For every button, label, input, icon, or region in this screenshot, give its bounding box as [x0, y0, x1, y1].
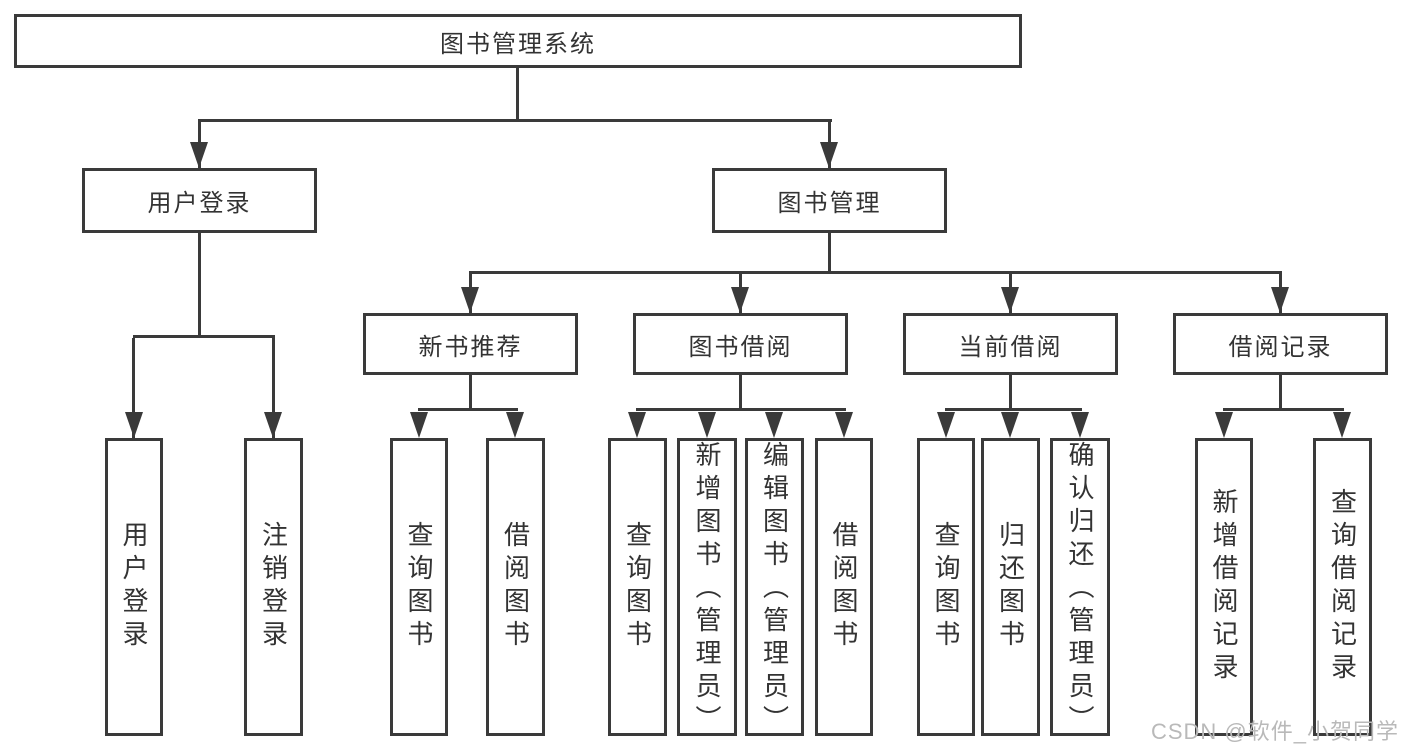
arrow-down-icon: [937, 412, 955, 438]
node-borrow-records: 借阅记录: [1173, 313, 1388, 375]
leaf-records-add: 新增借阅记录: [1195, 438, 1253, 736]
node-current-borrow-label: 当前借阅: [958, 333, 1063, 361]
leaf-logout: 注销登录: [244, 438, 303, 736]
connector-root-stem: [516, 68, 519, 119]
leaf-current-confirm-admin-label: 确认归还（管理员）: [1065, 441, 1095, 738]
arrow-down-icon: [765, 412, 783, 438]
node-borrow-records-label: 借阅记录: [1228, 333, 1333, 361]
node-library-system-label: 图书管理系统: [440, 30, 596, 58]
leaf-current-return: 归还图书: [981, 438, 1040, 736]
leaf-current-query-label: 查询图书: [931, 521, 961, 653]
node-user-login-label: 用户登录: [147, 190, 252, 217]
node-book-management-label: 图书管理: [777, 190, 882, 217]
node-library-system: 图书管理系统: [14, 14, 1022, 68]
node-book-borrow-label: 图书借阅: [688, 333, 793, 361]
arrow-down-icon: [1001, 287, 1019, 313]
arrow-down-icon: [628, 412, 646, 438]
leaf-newbooks-query: 查询图书: [390, 438, 448, 736]
arrow-down-icon: [410, 412, 428, 438]
connector-book-borrow-stem: [739, 375, 742, 408]
connector-root-bar: [198, 119, 832, 122]
arrow-down-icon: [1333, 412, 1351, 438]
arrow-down-icon: [1271, 287, 1289, 313]
connector-book-mgmt-bar: [469, 271, 1282, 274]
connector-book-borrow-bar: [636, 408, 846, 411]
leaf-current-query: 查询图书: [917, 438, 975, 736]
leaf-borrow-edit-admin: 编辑图书（管理员）: [745, 438, 804, 738]
arrow-down-icon: [461, 287, 479, 313]
arrow-down-icon: [125, 412, 143, 438]
leaf-user-login: 用户登录: [105, 438, 163, 736]
arrow-down-icon: [190, 142, 208, 168]
leaf-borrow-add-admin: 新增图书（管理员）: [677, 438, 737, 738]
leaf-borrow-query-label: 查询图书: [622, 521, 653, 653]
arrow-down-icon: [1215, 412, 1233, 438]
leaf-borrow-edit-admin-label: 编辑图书（管理员）: [759, 441, 790, 738]
connector-current-borrow-stem: [1009, 375, 1012, 408]
arrow-down-icon: [731, 287, 749, 313]
connector-new-books-stem: [469, 375, 472, 408]
connector-book-mgmt-stem: [828, 233, 831, 271]
arrow-down-icon: [820, 142, 838, 168]
leaf-borrow-add-admin-label: 新增图书（管理员）: [692, 441, 722, 738]
connector-current-borrow-bar: [945, 408, 1082, 411]
arrow-down-icon: [1001, 412, 1019, 438]
connector-borrow-records-stem: [1279, 375, 1282, 408]
arrow-down-icon: [835, 412, 853, 438]
connector-borrow-records-bar: [1223, 408, 1344, 411]
leaf-newbooks-borrow: 借阅图书: [486, 438, 545, 736]
leaf-current-confirm-admin: 确认归还（管理员）: [1050, 438, 1110, 738]
connector-new-books-bar: [418, 408, 518, 411]
arrow-down-icon: [264, 412, 282, 438]
leaf-borrow-borrow: 借阅图书: [815, 438, 873, 736]
node-user-login: 用户登录: [82, 168, 317, 233]
connector-to-leaf-logout: [272, 338, 275, 438]
node-new-book-recommend: 新书推荐: [363, 313, 578, 375]
leaf-newbooks-query-label: 查询图书: [404, 521, 434, 653]
leaf-records-query-label: 查询借阅记录: [1327, 488, 1358, 686]
watermark: CSDN @软件_小贺同学: [1150, 719, 1399, 744]
arrow-down-icon: [1071, 412, 1089, 438]
leaf-records-query: 查询借阅记录: [1313, 438, 1372, 736]
leaf-records-add-label: 新增借阅记录: [1209, 488, 1239, 686]
node-book-borrow: 图书借阅: [633, 313, 848, 375]
leaf-newbooks-borrow-label: 借阅图书: [500, 521, 531, 653]
leaf-borrow-query: 查询图书: [608, 438, 667, 736]
leaf-logout-label: 注销登录: [258, 521, 289, 653]
node-book-management: 图书管理: [712, 168, 947, 233]
arrow-down-icon: [698, 412, 716, 438]
leaf-current-return-label: 归还图书: [995, 521, 1026, 653]
connector-user-login-stem: [198, 233, 201, 335]
leaf-borrow-borrow-label: 借阅图书: [829, 521, 859, 653]
leaf-user-login-label: 用户登录: [119, 521, 149, 653]
node-current-borrow: 当前借阅: [903, 313, 1118, 375]
connector-to-leaf-user-login: [132, 338, 135, 438]
arrow-down-icon: [506, 412, 524, 438]
node-new-book-recommend-label: 新书推荐: [418, 333, 523, 361]
connector-user-login-bar: [133, 335, 275, 338]
